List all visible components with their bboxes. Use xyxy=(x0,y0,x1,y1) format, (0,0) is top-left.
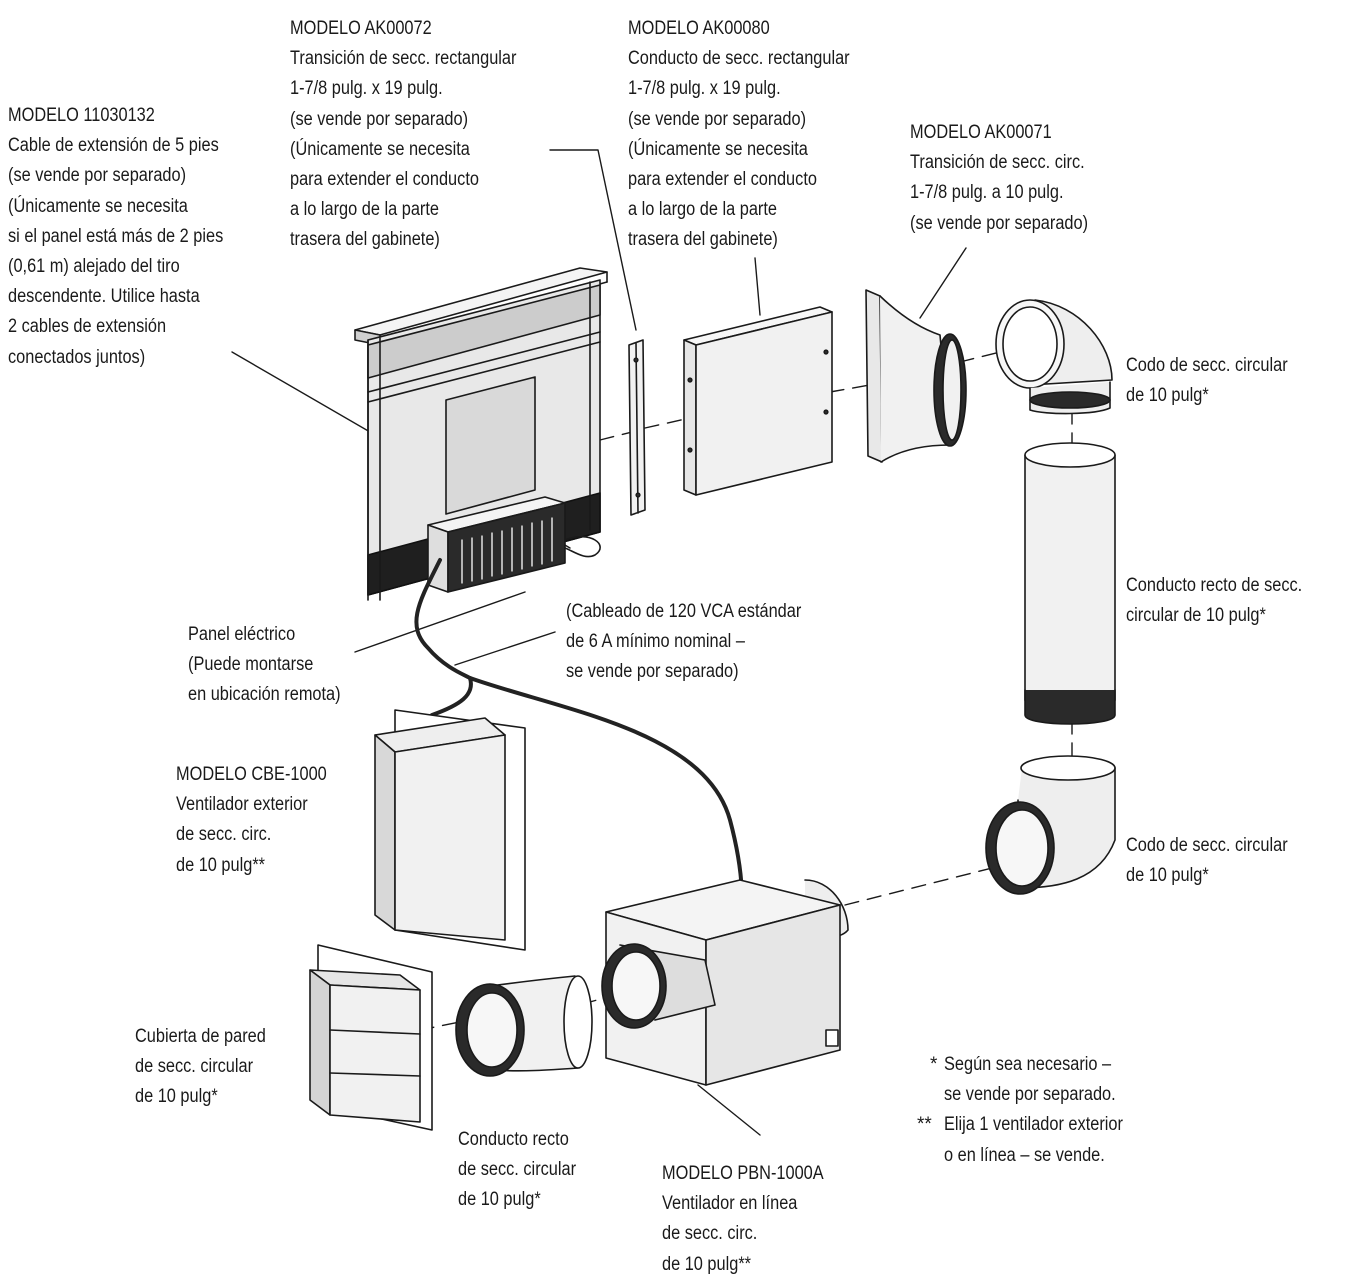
cable-ext-line-6: descendente. Utilice hasta xyxy=(8,286,200,308)
note-line-3: o en línea – se vende. xyxy=(944,1144,1105,1166)
label-straight-duct-right: Conducto recto de secc. circular de 10 p… xyxy=(1126,571,1302,631)
pbn-line-1: Ventilador en línea xyxy=(662,1193,798,1215)
note-line-1: se vende por separado. xyxy=(944,1084,1116,1106)
ak80-line-1: Conducto de secc. rectangular xyxy=(628,48,850,70)
cable-ext-line-7: 2 cables de extensión xyxy=(8,316,167,338)
ak72-line-6: a lo largo de la parte xyxy=(290,199,439,221)
elbow-bottom-line-0: Codo de secc. circular xyxy=(1126,835,1288,856)
elbow-top-line-0: Codo de secc. circular xyxy=(1126,355,1288,376)
ak80-line-4: (Únicamente se necesita xyxy=(628,138,808,160)
ak00080-duct xyxy=(683,306,833,496)
panel-line-0: Panel eléctrico xyxy=(188,624,296,645)
cable-ext-line-5: (0,61 m) alejado del tiro xyxy=(8,256,180,278)
cbe-1000-blower xyxy=(374,709,526,951)
wall-cap-line-1: de secc. circular xyxy=(135,1056,254,1078)
cable-ext-line-4: si el panel está más de 2 pies xyxy=(8,225,224,247)
wall-cap-line-0: Cubierta de pared xyxy=(135,1026,266,1047)
footnote-mark-double: ** xyxy=(917,1114,932,1135)
elbow-bottom-line-1: de 10 pulg* xyxy=(1126,865,1209,887)
label-ak00080: MODELO AK00080 Conducto de secc. rectang… xyxy=(628,14,850,256)
elbow-bottom xyxy=(985,755,1116,895)
note-line-2: Elija 1 ventilador exterior xyxy=(944,1114,1123,1136)
straight-bottom-line-0: Conducto recto xyxy=(458,1129,569,1150)
pbn-line-0: MODELO PBN-1000A xyxy=(662,1163,824,1184)
power-cord xyxy=(414,558,744,902)
panel-line-1: (Puede montarse xyxy=(188,654,314,676)
ak00072-transition xyxy=(628,339,646,516)
ak72-line-2: 1-7/8 pulg. x 19 pulg. xyxy=(290,78,443,100)
label-wiring: (Cableado de 120 VCA estándar de 6 A mín… xyxy=(566,597,801,688)
ak80-line-2: 1-7/8 pulg. x 19 pulg. xyxy=(628,78,781,100)
label-ak00072: MODELO AK00072 Transición de secc. recta… xyxy=(290,14,516,256)
straight-bottom-line-1: de secc. circular xyxy=(458,1159,577,1181)
label-pbn-1000a: MODELO PBN-1000A Ventilador en línea de … xyxy=(662,1159,824,1280)
wall-cap xyxy=(309,944,433,1131)
label-wall-cap: Cubierta de pared de secc. circular de 1… xyxy=(135,1022,266,1113)
cable-ext-line-1: Cable de extensión de 5 pies xyxy=(8,135,219,157)
ak72-line-5: para extender el conducto xyxy=(290,169,479,191)
ak80-line-3: (se vende por separado) xyxy=(628,108,807,130)
wiring-line-0: (Cableado de 120 VCA estándar xyxy=(566,601,802,622)
ak00071-transition xyxy=(865,289,967,463)
cbe-line-1: Ventilador exterior xyxy=(176,794,308,816)
cable-ext-line-2: (se vende por separado) xyxy=(8,165,187,187)
straight-duct-horizontal xyxy=(455,975,593,1077)
ak71-line-2: 1-7/8 pulg. a 10 pulg. xyxy=(910,182,1064,204)
elbow-top xyxy=(995,299,1113,415)
ak80-line-0: MODELO AK00080 xyxy=(628,18,770,39)
label-elbow-bottom: Codo de secc. circular de 10 pulg* xyxy=(1126,831,1288,891)
wiring-line-2: se vende por separado) xyxy=(566,661,739,683)
footnote-mark-single: * xyxy=(930,1054,938,1075)
ak72-line-3: (se vende por separado) xyxy=(290,108,469,130)
ak72-line-1: Transición de secc. rectangular xyxy=(290,48,517,70)
ak72-line-7: trasera del gabinete) xyxy=(290,229,440,251)
leader-lines xyxy=(231,149,967,1136)
ak71-line-3: (se vende por separado) xyxy=(910,212,1089,234)
straight-duct-vertical xyxy=(1024,442,1116,725)
pbn-line-3: de 10 pulg** xyxy=(662,1253,752,1275)
footnotes-text: Según sea necesario – se vende por separ… xyxy=(944,1050,1123,1171)
elbow-top-line-1: de 10 pulg* xyxy=(1126,385,1209,407)
label-electrical-panel: Panel eléctrico (Puede montarse en ubica… xyxy=(188,620,341,711)
pbn-1000a-blower xyxy=(601,879,849,1086)
note-line-0: Según sea necesario – xyxy=(944,1054,1112,1075)
cbe-line-3: de 10 pulg** xyxy=(176,854,266,876)
straight-bottom-line-2: de 10 pulg* xyxy=(458,1189,541,1211)
ak72-line-4: (Únicamente se necesita xyxy=(290,138,470,160)
label-cable-extension: MODELO 11030132 Cable de extensión de 5 … xyxy=(8,101,223,373)
label-elbow-top: Codo de secc. circular de 10 pulg* xyxy=(1126,351,1288,411)
ak72-line-0: MODELO AK00072 xyxy=(290,18,432,39)
ak71-line-0: MODELO AK00071 xyxy=(910,122,1052,143)
panel-line-2: en ubicación remota) xyxy=(188,684,341,706)
pbn-line-2: de secc. circ. xyxy=(662,1223,758,1245)
cable-ext-line-3: (Únicamente se necesita xyxy=(8,195,188,217)
ak80-line-5: para extender el conducto xyxy=(628,169,817,191)
straight-right-line-0: Conducto recto de secc. xyxy=(1126,575,1303,596)
cable-ext-line-0: MODELO 11030132 xyxy=(8,105,155,126)
cable-ext-line-8: conectados juntos) xyxy=(8,346,146,368)
label-straight-duct-bottom: Conducto recto de secc. circular de 10 p… xyxy=(458,1125,576,1216)
ak71-line-1: Transición de secc. circ. xyxy=(910,152,1085,174)
ak80-line-6: a lo largo de la parte xyxy=(628,199,777,221)
power-cord-branch xyxy=(430,676,473,717)
wall-cap-line-2: de 10 pulg* xyxy=(135,1086,218,1108)
straight-right-line-1: circular de 10 pulg* xyxy=(1126,605,1266,627)
label-cbe-1000: MODELO CBE-1000 Ventilador exterior de s… xyxy=(176,760,327,881)
label-ak00071: MODELO AK00071 Transición de secc. circ.… xyxy=(910,118,1088,239)
ak80-line-7: trasera del gabinete) xyxy=(628,229,778,251)
cbe-line-2: de secc. circ. xyxy=(176,824,272,846)
wiring-line-1: de 6 A mínimo nominal – xyxy=(566,631,745,653)
cbe-line-0: MODELO CBE-1000 xyxy=(176,764,327,785)
